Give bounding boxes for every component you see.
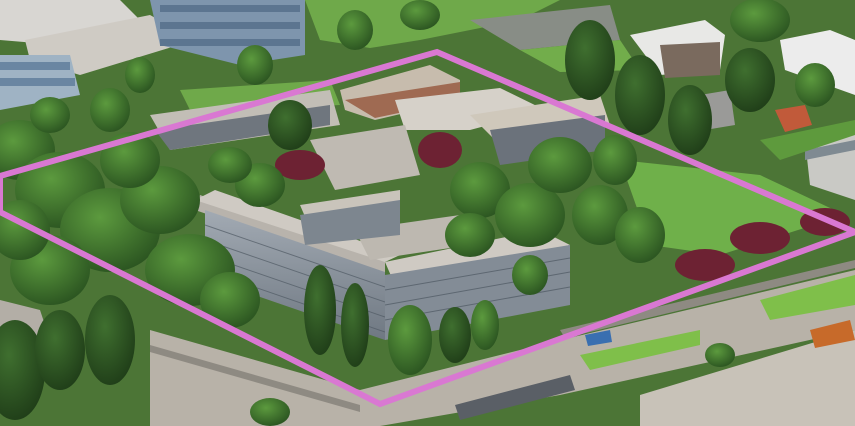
site-boundary-outline [0, 48, 855, 408]
top-left-buildings [0, 0, 305, 110]
lawn-right [620, 120, 855, 255]
upper-right-buildings [630, 20, 855, 200]
tree-canopy [0, 0, 835, 426]
main-building [195, 190, 571, 340]
lower-roads [0, 260, 855, 426]
